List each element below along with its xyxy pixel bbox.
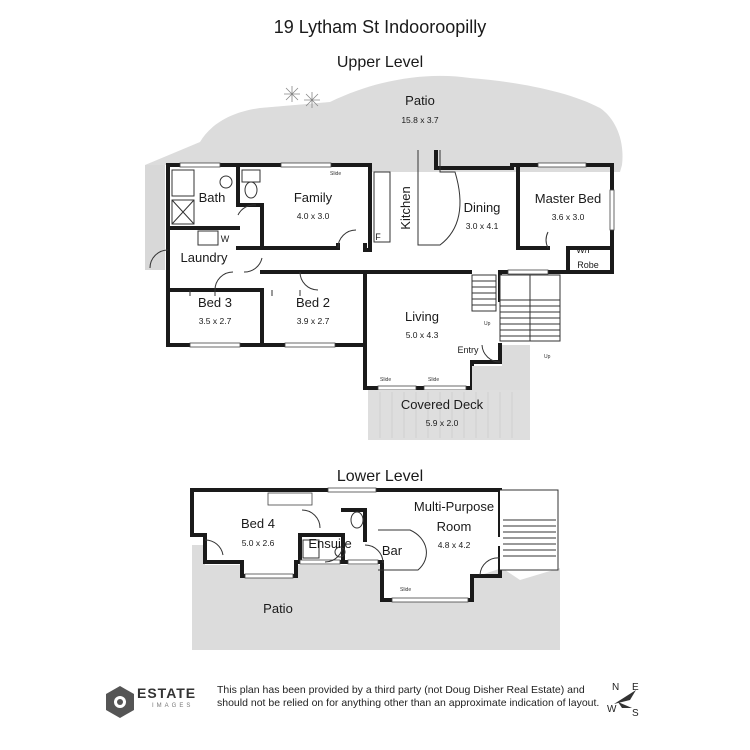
room-dims-covered-deck: 5.9 x 2.0 — [426, 418, 459, 428]
covered-deck-floor — [368, 390, 530, 440]
door-swings — [149, 204, 549, 363]
upper-patio-area — [145, 75, 623, 172]
room-name-living: Living — [405, 309, 439, 324]
plan-title: 19 Lytham St Indooroopilly — [274, 17, 486, 37]
room-name-master-bed: Master Bed — [535, 191, 601, 206]
room-dims-bed4: 5.0 x 2.6 — [242, 538, 275, 548]
tree-icon — [284, 86, 320, 108]
room-name-dining: Dining — [464, 200, 501, 215]
room-name-bar: Bar — [382, 543, 403, 558]
upper-walls — [145, 150, 614, 390]
upper-level-label: Upper Level — [337, 54, 423, 71]
compass-w: W — [607, 704, 617, 715]
room-dims-family: 4.0 x 3.0 — [297, 211, 330, 221]
room-name-laundry: Laundry — [181, 250, 228, 265]
slide-label-living-1: Slide — [380, 377, 391, 383]
room-dims-dining: 3.0 x 4.1 — [466, 221, 499, 231]
entry-label: Entry — [457, 345, 479, 355]
deck-boards — [379, 392, 513, 438]
room-dims-living: 5.0 x 4.3 — [406, 330, 439, 340]
slide-label-lower: Slide — [400, 587, 411, 593]
lower-windows — [244, 487, 469, 603]
room-dims-patio: 15.8 x 3.7 — [401, 115, 439, 125]
room-name-ensuite: Ensuite — [308, 536, 351, 551]
up-label-2: Up — [544, 354, 551, 360]
room-name-kitchen: Kitchen — [398, 186, 413, 229]
room-dims-multi-purpose: 4.8 x 4.2 — [438, 540, 471, 550]
logo-subtitle: IMAGES — [152, 703, 194, 709]
room-name-bed4: Bed 4 — [241, 516, 275, 531]
ensuite-fixtures — [302, 511, 364, 559]
compass-s: S — [632, 708, 639, 719]
laundry-w-label: W — [221, 234, 230, 244]
wir-label-line1: W/I — [576, 245, 590, 255]
room-name-patio: Patio — [405, 93, 435, 108]
lower-level-label: Lower Level — [337, 468, 423, 485]
room-name-multi-purpose-line2: Room — [437, 519, 472, 534]
room-dims-bed3: 3.5 x 2.7 — [199, 316, 232, 326]
compass-e: E — [632, 682, 639, 693]
compass-n: N — [612, 682, 619, 693]
lower-patio-area — [192, 545, 560, 650]
bath-fixtures — [171, 169, 261, 246]
room-name-bed2: Bed 2 — [296, 295, 330, 310]
lower-stairs — [500, 489, 559, 571]
estate-images-logo-icon — [106, 686, 134, 718]
up-label-1: Up — [484, 321, 491, 327]
room-name-bath: Bath — [199, 190, 226, 205]
upper-stairs — [471, 274, 561, 342]
room-name-patio-lower: Patio — [263, 601, 293, 616]
room-name-multi-purpose: Multi-Purpose — [414, 499, 494, 514]
slide-label-living-2: Slide — [428, 377, 439, 383]
upper-windows — [179, 162, 615, 391]
slide-label-family: Slide — [330, 171, 341, 177]
logo-wordmark: ESTATE — [137, 685, 197, 701]
room-dims-bed2: 3.9 x 2.7 — [297, 316, 330, 326]
room-name-bed3: Bed 3 — [198, 295, 232, 310]
wir-label-line2: Robe — [577, 260, 599, 270]
room-name-covered-deck: Covered Deck — [401, 397, 484, 412]
room-name-family: Family — [294, 190, 333, 205]
room-dims-master-bed: 3.6 x 3.0 — [552, 212, 585, 222]
compass-icon: N E S W — [607, 682, 639, 719]
fridge-label: F — [375, 232, 381, 242]
lower-door-swings — [204, 509, 501, 576]
disclaimer-text: This plan has been provided by a third p… — [217, 684, 600, 709]
